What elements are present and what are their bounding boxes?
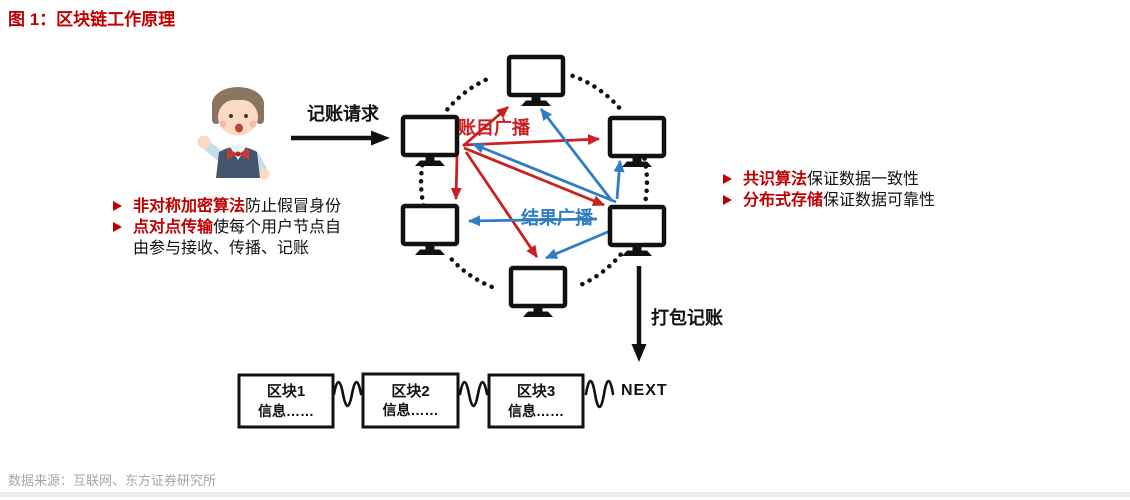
account-broadcast-label: 账目广播 xyxy=(458,118,530,138)
block-1: 区块1 信息…… xyxy=(239,375,333,427)
note-keyword: 非对称加密算法 xyxy=(133,198,246,215)
note-text: 使每个用户节点自由参与接收、传播、记账 xyxy=(133,219,342,257)
note-keyword: 分布式存储 xyxy=(743,192,824,209)
block-info: 信息…… xyxy=(258,402,314,419)
block-3: 区块3 信息…… xyxy=(489,375,583,427)
computer-node-bottom-center xyxy=(511,268,565,317)
computer-node-top xyxy=(509,57,563,106)
person-eye xyxy=(244,114,248,118)
network-ring-dots xyxy=(418,73,650,290)
bullet-arrow-icon xyxy=(723,174,732,184)
bullet-arrow-icon xyxy=(113,201,122,211)
request-label: 记账请求 xyxy=(307,104,379,124)
bottom-divider xyxy=(0,492,1130,497)
block-name: 区块2 xyxy=(391,382,430,400)
right-notes: 共识算法保证数据一致性 分布式存储保证数据可靠性 xyxy=(722,169,1004,211)
request-arrow xyxy=(291,130,390,146)
note-item-asymmetric-encryption: 非对称加密算法防止假冒身份 xyxy=(112,196,346,217)
note-text: 防止假冒身份 xyxy=(245,198,342,215)
person-figure xyxy=(197,87,270,180)
next-label: NEXT xyxy=(621,382,668,399)
note-text: 保证数据可靠性 xyxy=(823,192,936,209)
person-bowtie xyxy=(227,148,238,160)
computer-node-right xyxy=(610,118,664,167)
person-hand xyxy=(197,135,211,149)
note-keyword: 共识算法 xyxy=(743,171,808,188)
note-item-distributed-storage: 分布式存储保证数据可靠性 xyxy=(722,190,1004,211)
package-label: 打包记账 xyxy=(651,308,723,328)
computer-node-left xyxy=(403,117,457,166)
block-info: 信息…… xyxy=(382,402,439,419)
figure-title: 图 1：区块链工作原理 xyxy=(8,10,176,29)
computer-node-bottom-left xyxy=(403,206,457,255)
bullet-arrow-icon xyxy=(113,222,122,232)
bullet-arrow-icon xyxy=(723,195,732,205)
block-boxes xyxy=(237,372,585,429)
account-broadcast-arrows xyxy=(450,105,605,258)
block-name: 区块3 xyxy=(516,383,556,401)
note-item-p2p-transfer: 点对点传输使每个用户节点自由参与接收、传播、记账 xyxy=(112,217,346,259)
result-broadcast-label: 结果广播 xyxy=(521,208,593,228)
note-item-consensus: 共识算法保证数据一致性 xyxy=(722,169,1004,190)
left-notes: 非对称加密算法防止假冒身份 点对点传输使每个用户节点自由参与接收、传播、记账 xyxy=(112,196,346,259)
chain-link-squiggles xyxy=(332,379,615,409)
result-broadcast-arrows xyxy=(468,108,625,260)
package-arrow xyxy=(631,266,647,362)
data-source-note: 数据来源：互联网、东方证券研究所 xyxy=(8,473,217,488)
block-2: 区块2 信息…… xyxy=(363,374,458,427)
note-keyword: 点对点传输 xyxy=(133,219,214,236)
person-eye xyxy=(229,114,233,118)
block-name: 区块1 xyxy=(266,383,306,401)
block-info: 信息…… xyxy=(508,402,564,419)
note-text: 保证数据一致性 xyxy=(807,171,920,188)
computer-node-bottom-right xyxy=(610,207,664,256)
